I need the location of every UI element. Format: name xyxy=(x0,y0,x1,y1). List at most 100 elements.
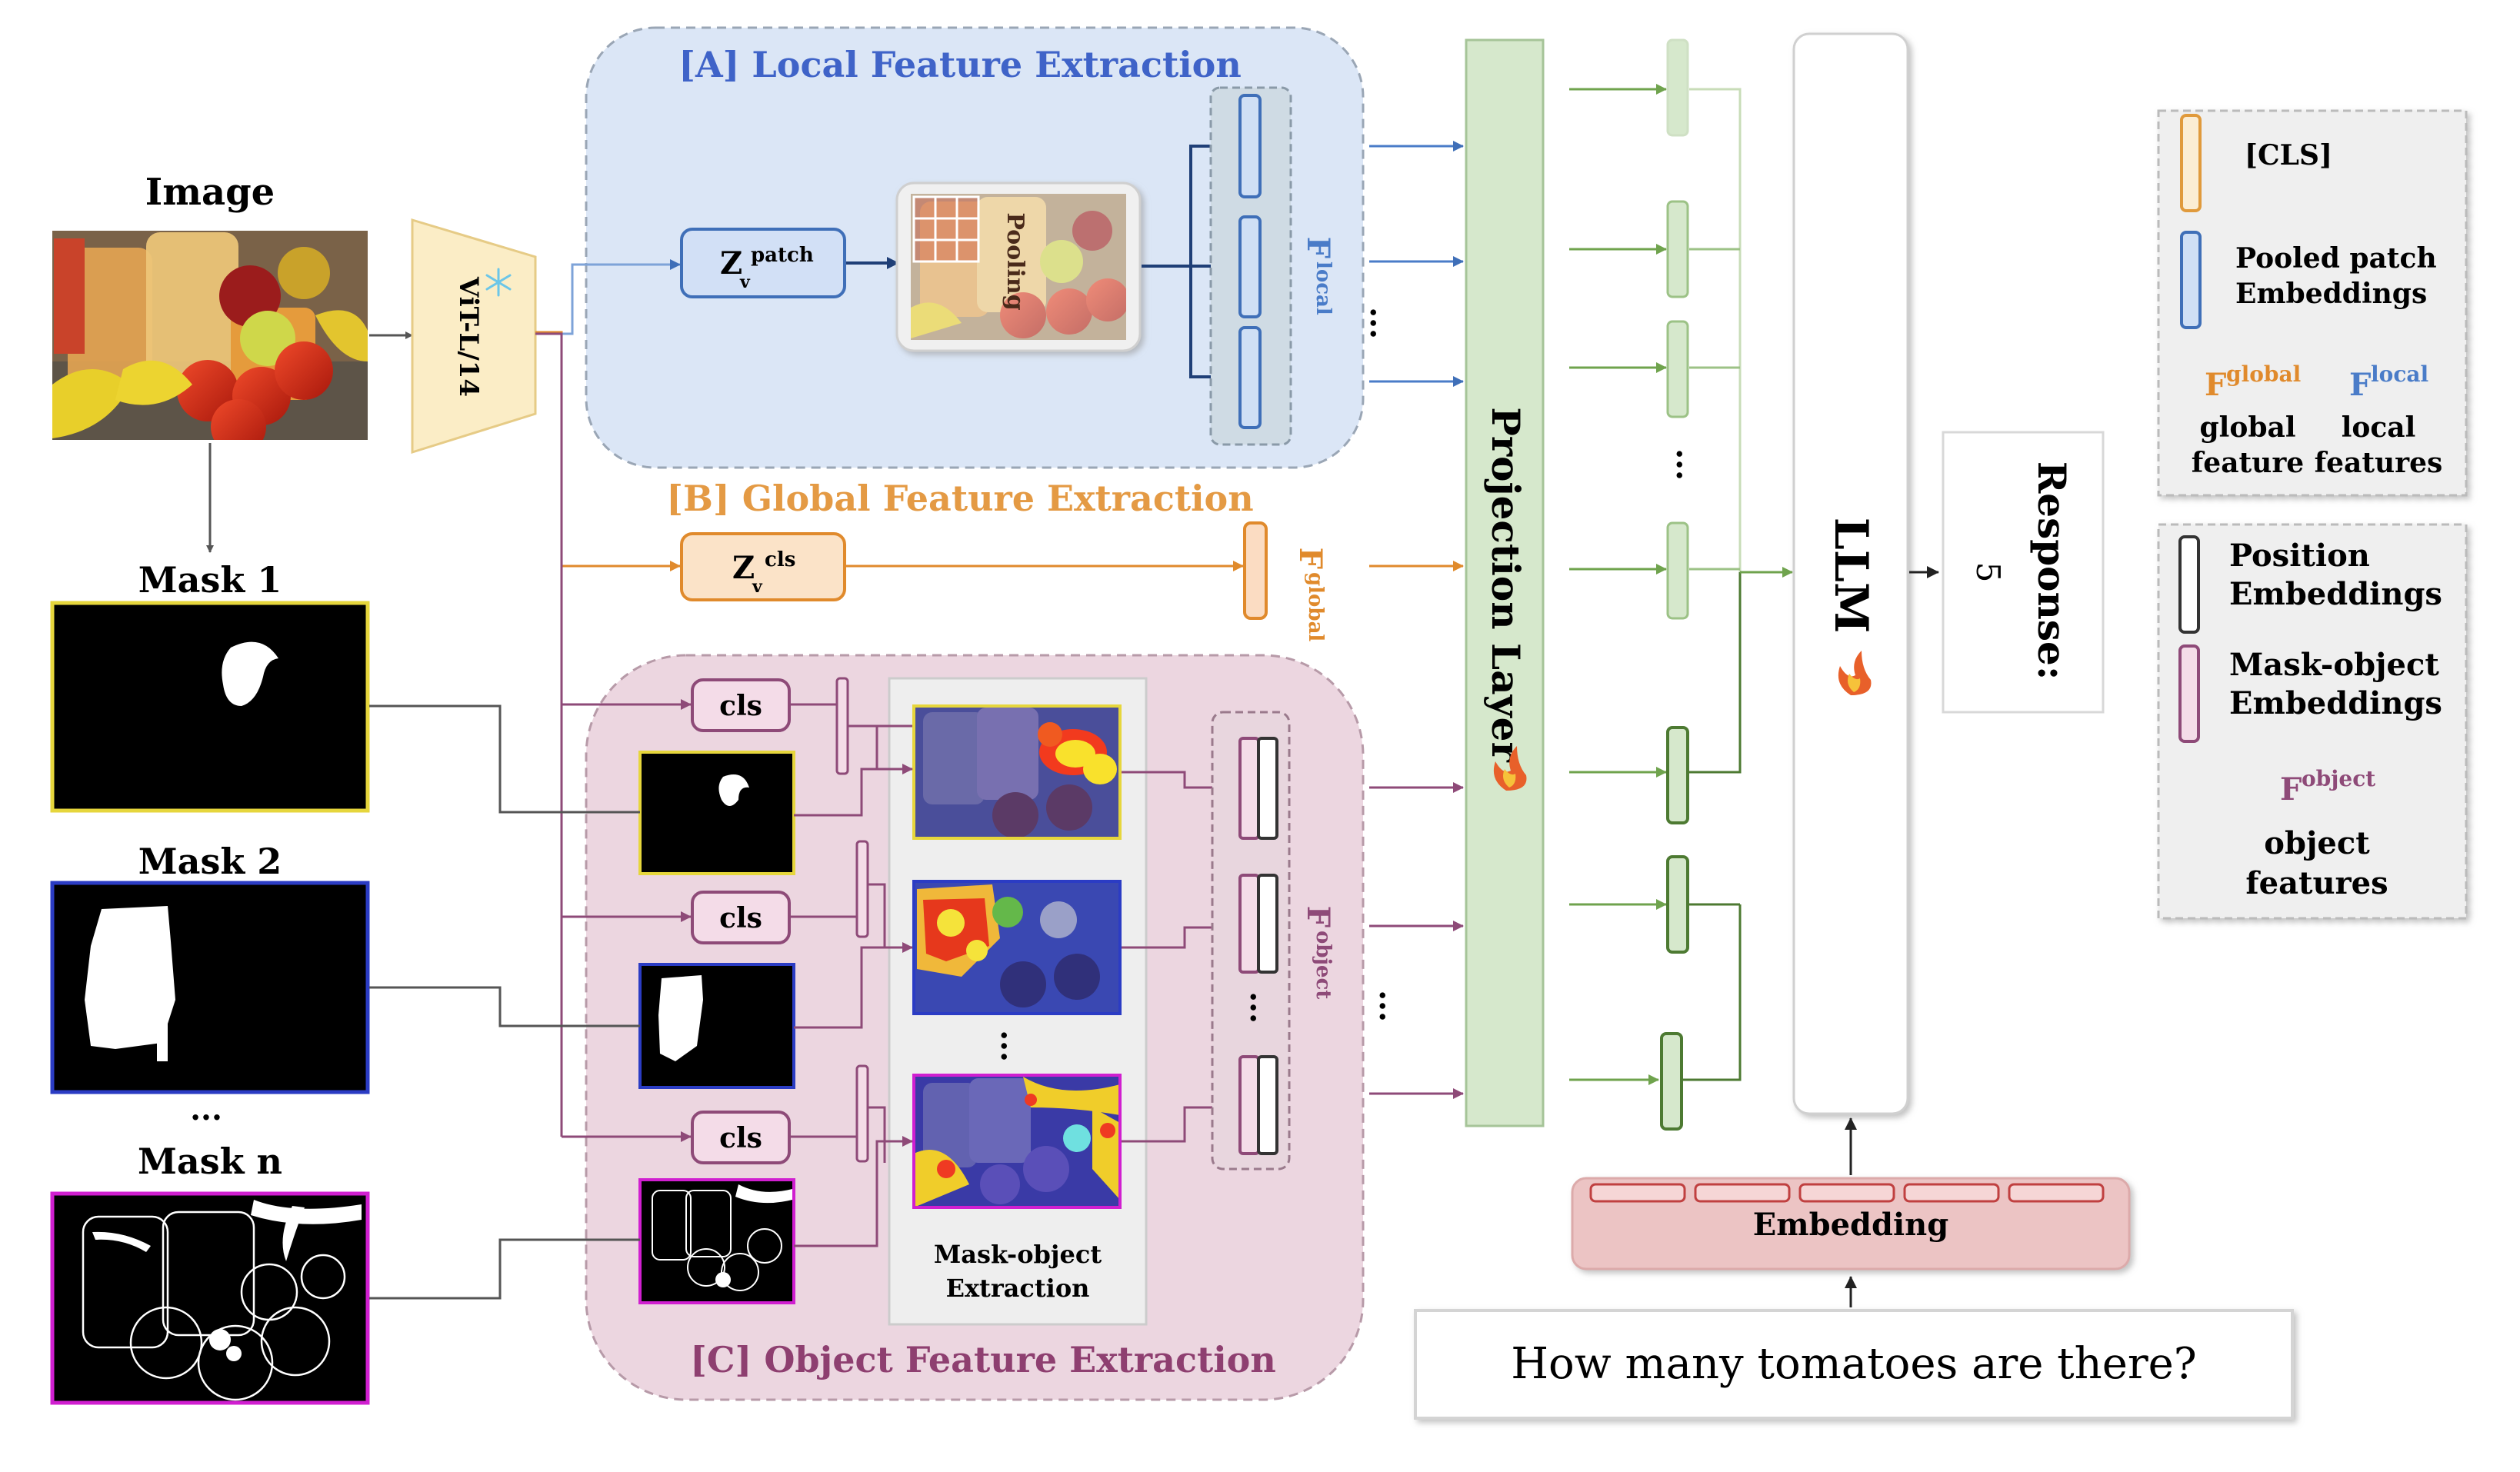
mask-ellipsis: ... xyxy=(190,1091,222,1127)
legend-fglobal: F global xyxy=(2205,361,2301,403)
svg-text:cls: cls xyxy=(719,1122,762,1154)
svg-text:local: local xyxy=(2371,361,2428,387)
svg-text:F: F xyxy=(2205,367,2226,403)
heatmap-1 xyxy=(912,704,1122,840)
legend-object-line2: features xyxy=(2245,865,2388,901)
local-title: [A] Local Feature Extraction xyxy=(678,44,1242,85)
mask-n-image xyxy=(50,1191,370,1405)
small-mask-1 xyxy=(638,751,795,875)
image-title: Image xyxy=(145,171,275,214)
input-photo xyxy=(52,231,368,440)
llm-block: LLM xyxy=(1792,32,1909,1115)
legend-pooled-swatch xyxy=(2180,231,2202,329)
object-token-2 xyxy=(1238,874,1278,974)
object-title: [C] Object Feature Extraction xyxy=(690,1339,1276,1380)
projection-flame-icon xyxy=(1493,746,1527,791)
svg-text:v: v xyxy=(739,272,751,292)
snowflake-icon xyxy=(485,268,512,297)
extraction-line2: Extraction xyxy=(946,1274,1090,1303)
local-token-2 xyxy=(1238,215,1262,318)
f-global-label: F global xyxy=(1292,548,1328,642)
svg-text:Z: Z xyxy=(720,245,742,281)
svg-text:F: F xyxy=(1300,906,1336,927)
cls-box-3: cls xyxy=(691,1111,791,1164)
cls-box-2: cls xyxy=(691,891,791,944)
embedding-block: Embedding xyxy=(1571,1177,2131,1271)
projected-ellipsis-1: ... xyxy=(1669,448,1705,481)
svg-text:global: global xyxy=(1304,572,1327,641)
legend-position-line1: Position xyxy=(2229,538,2370,574)
local-ellipsis: ... xyxy=(1363,307,1399,339)
mask-1-image xyxy=(50,601,370,813)
svg-text:object: object xyxy=(2302,766,2375,791)
mask-1-label: Mask 1 xyxy=(138,559,282,601)
projected-local-token-2 xyxy=(1666,200,1689,298)
mask-2-image xyxy=(50,881,370,1094)
z-patch-box: Z patch v xyxy=(680,228,846,298)
response-value: 5 xyxy=(1969,562,2007,583)
svg-text:F: F xyxy=(2349,367,2371,403)
question-text: How many tomatoes are there? xyxy=(1511,1339,2197,1389)
mask-object-token-1 xyxy=(835,677,849,775)
projected-arrows xyxy=(1569,84,1667,1085)
svg-text:patch: patch xyxy=(751,244,814,267)
svg-text:F: F xyxy=(1300,237,1336,258)
svg-text:cls: cls xyxy=(765,548,795,571)
projection-layer: Projection Layer xyxy=(1465,38,1545,1127)
local-token-1 xyxy=(1238,94,1262,198)
svg-text:cls: cls xyxy=(719,690,762,722)
mask-object-token-2 xyxy=(855,840,869,938)
legend-mask-swatch xyxy=(2178,644,2200,743)
encoder-to-cls xyxy=(535,332,563,1137)
projected-global-token xyxy=(1666,521,1689,620)
object-token-ellipsis: ... xyxy=(1243,991,1279,1024)
local-token-3 xyxy=(1238,326,1262,429)
projected-object-token-2 xyxy=(1666,855,1689,954)
pooling-grid xyxy=(912,195,980,263)
small-mask-2 xyxy=(638,963,795,1089)
svg-text:object: object xyxy=(1312,931,1335,999)
svg-text:F: F xyxy=(2280,771,2302,808)
object-ellipsis: ... xyxy=(1372,990,1408,1022)
legend-cls-label: [CLS] xyxy=(2245,139,2332,172)
legend-cls-swatch xyxy=(2180,114,2202,212)
cls-box-1: cls xyxy=(691,678,791,732)
projected-object-token-1 xyxy=(1666,726,1689,824)
pooling-label: Pooling xyxy=(1002,212,1028,310)
legend-position-swatch xyxy=(2178,535,2200,634)
legend-mask-line1: Mask-object xyxy=(2229,647,2439,683)
mask-connections xyxy=(369,704,640,1300)
extraction-line1: Mask-object xyxy=(934,1240,1102,1269)
svg-text:F: F xyxy=(1292,548,1328,569)
mask-2-label: Mask 2 xyxy=(138,841,282,882)
response-box: Response: 5 xyxy=(1942,431,2105,714)
legend-2: Position Embeddings Mask-object Embeddin… xyxy=(2157,523,2468,920)
heatmap-2 xyxy=(912,880,1122,1015)
legend-local-line1: local xyxy=(2342,411,2416,444)
small-mask-3 xyxy=(638,1178,795,1304)
heatmap-3 xyxy=(912,1074,1122,1209)
object-token-1 xyxy=(1238,737,1278,840)
global-token xyxy=(1243,521,1268,620)
legend-object-line1: object xyxy=(2264,825,2370,861)
f-object-label: F object xyxy=(1300,906,1336,1000)
heatmap-ellipsis: ... xyxy=(994,1030,1030,1062)
z-cls-box: Z cls v xyxy=(680,532,846,601)
svg-text:local: local xyxy=(1312,261,1335,315)
legend-position-line2: Embeddings xyxy=(2229,576,2442,612)
global-title: [B] Global Feature Extraction xyxy=(666,478,1253,519)
vision-encoder: ViT-L/14 xyxy=(411,218,537,455)
projected-local-token-3 xyxy=(1666,320,1689,418)
projected-object-token-3 xyxy=(1660,1032,1683,1131)
svg-text:global: global xyxy=(2226,361,2301,387)
f-local-label: F local xyxy=(1300,237,1336,315)
question-box: How many tomatoes are there? xyxy=(1414,1309,2294,1420)
legend-local-line2: features xyxy=(2315,447,2443,479)
legend-1: [CLS] Pooled patch Embeddings F global F… xyxy=(2157,109,2468,497)
projection-label: Projection Layer xyxy=(1483,407,1528,762)
legend-fobject: F object xyxy=(2280,766,2375,808)
embedding-label: Embedding xyxy=(1753,1207,1948,1243)
legend-pooled-line2: Embeddings xyxy=(2235,278,2427,310)
svg-text:cls: cls xyxy=(719,902,762,934)
